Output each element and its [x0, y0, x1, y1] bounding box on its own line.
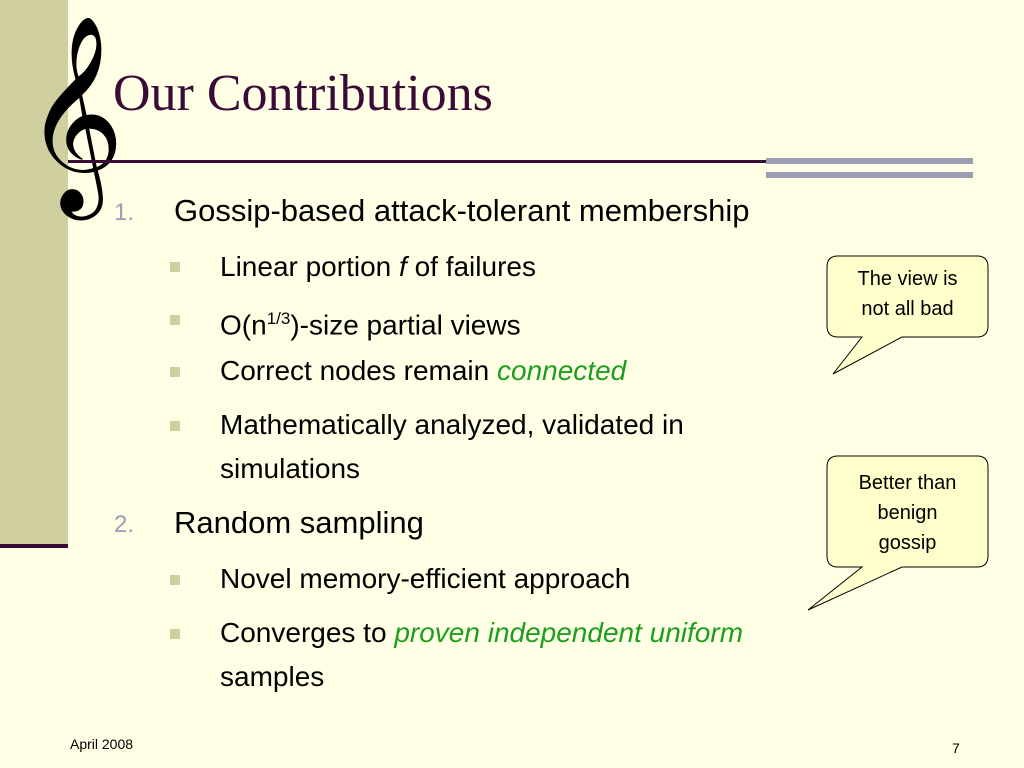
superscript: 1/3: [266, 309, 291, 328]
callout-gossip-text: Better than benign gossip: [827, 468, 988, 558]
highlight-text: proven independent uniform: [394, 617, 744, 648]
sub-bullet-continuation: simulations: [220, 453, 361, 484]
sub-bullet-text: Correct nodes remain connected: [220, 354, 626, 388]
sidebar-bottom-rule: [0, 544, 68, 548]
sub-bullet-text: Mathematically analyzed, validated in: [220, 409, 684, 440]
item-number: 1.: [114, 199, 135, 226]
callout-view-text: The view is not all bad: [827, 264, 988, 324]
callout-line: not all bad: [861, 298, 954, 320]
text-run: Linear portion: [220, 251, 400, 282]
title-accent-bar-bottom: [766, 172, 973, 178]
sub-bullet-text: O(n1/3)-size partial views: [220, 302, 521, 342]
callout-line: gossip: [878, 532, 937, 554]
square-bullet-icon: [170, 262, 180, 272]
main-bullet-text: Random sampling: [174, 505, 424, 540]
speech-bubble-gossip: [807, 455, 989, 611]
text-run: )-size partial views: [290, 309, 521, 341]
highlight-text: connected: [497, 355, 627, 386]
footer-date: April 2008: [70, 736, 134, 752]
callout-line: The view is: [857, 268, 958, 290]
main-bullet-text: Gossip-based attack-tolerant membership: [174, 193, 750, 228]
sub-bullet-text: Converges to proven independent uniform: [220, 616, 743, 650]
speech-bubble-view: [826, 255, 989, 375]
left-sidebar-band: [0, 0, 68, 548]
treble-clef-icon: 𝄞: [24, 14, 125, 212]
callout-line: benign: [877, 502, 938, 524]
text-run: of failures: [406, 251, 536, 282]
text-run: Converges to: [220, 617, 395, 648]
italic-variable: f: [399, 251, 407, 282]
sub-bullet-continuation: samples: [220, 661, 325, 692]
square-bullet-icon: [170, 629, 180, 639]
item-number: 2.: [114, 511, 135, 538]
sub-bullet-text: Linear portion f of failures: [220, 250, 536, 284]
slide-number: 7: [952, 740, 960, 756]
text-run: O(n: [220, 309, 267, 341]
square-bullet-icon: [170, 367, 180, 377]
square-bullet-icon: [170, 421, 180, 431]
title-underline: [68, 160, 973, 163]
sub-bullet-text: Novel memory-efficient approach: [220, 563, 631, 594]
slide-title: Our Contributions: [113, 65, 493, 122]
callout-line: Better than: [858, 472, 957, 494]
title-accent-bar-top: [766, 158, 973, 164]
square-bullet-icon: [170, 575, 180, 585]
square-bullet-icon: [170, 315, 180, 325]
text-run: Correct nodes remain: [220, 355, 498, 386]
